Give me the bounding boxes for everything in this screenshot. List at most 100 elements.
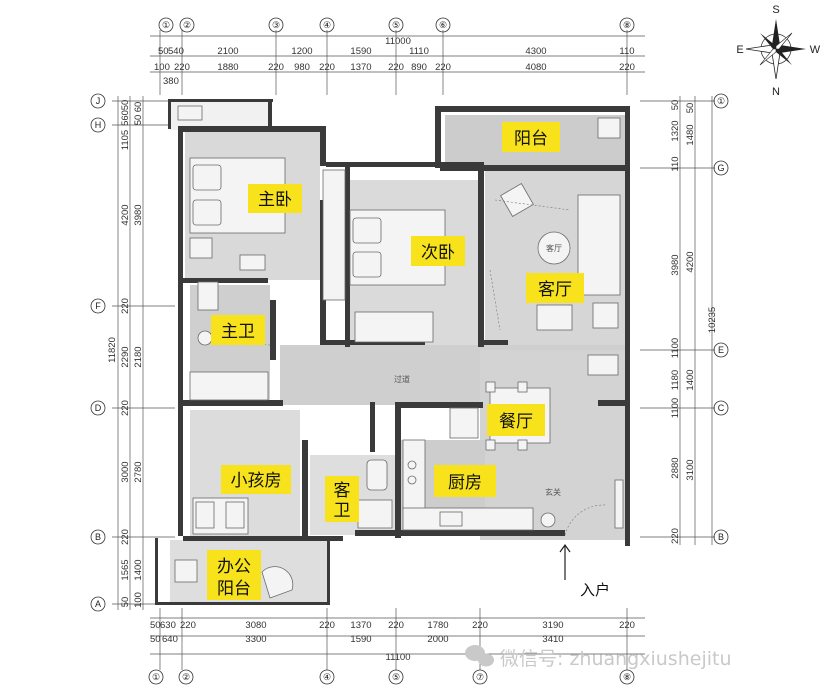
label-rug: 客厅 xyxy=(546,243,562,253)
dim-right-c1-5: 1180 xyxy=(670,370,681,390)
walls xyxy=(155,99,630,605)
dim-right-c2-0: 50 xyxy=(685,103,696,114)
axis-right-1: ① xyxy=(717,96,725,106)
dim-top-r2-6: 1370 xyxy=(350,62,371,73)
axis-bottom-5: ⑤ xyxy=(392,672,400,682)
axis-right-G: G xyxy=(717,163,724,173)
dim-bot-r2-2: 3300 xyxy=(245,634,266,645)
axis-top-5: ⑤ xyxy=(392,20,400,30)
dim-bot-r1-10: 220 xyxy=(619,620,635,631)
dim-bot-r2-0: 50 xyxy=(150,634,161,645)
dim-left-c1-4: 220 xyxy=(120,298,131,314)
label-kitchen: 厨房 xyxy=(448,473,482,493)
axis-left-J: J xyxy=(96,96,101,106)
dim-top-r2-5: 220 xyxy=(319,62,335,73)
dim-right-c1-7: 2880 xyxy=(670,457,681,478)
dim-top-r1-4: 1590 xyxy=(350,46,371,57)
dim-bot-r1-0: 50 xyxy=(150,620,161,631)
dim-left-c1-9: 1565 xyxy=(120,559,131,580)
axis-bottom-4: ④ xyxy=(323,672,331,682)
dim-top-r2-9: 220 xyxy=(435,62,451,73)
dim-bot-r1-2: 220 xyxy=(180,620,196,631)
dim-left-c1-1: 560 xyxy=(120,110,131,126)
dim-bot-r1-3: 3080 xyxy=(245,620,266,631)
compass-s: S xyxy=(772,4,779,16)
axis-top-6: ⑥ xyxy=(439,20,447,30)
dim-left-c1-0: 50 xyxy=(120,100,131,111)
compass-w: W xyxy=(810,44,821,56)
room-labels: 阳台 主卧 次卧 客厅 主卫 餐厅 小孩房 客 卫 厨房 办公 阳台 xyxy=(207,122,584,600)
axis-top-8: ⑧ xyxy=(623,20,631,30)
axis-right-C: C xyxy=(718,403,725,413)
label-master-bedroom: 主卧 xyxy=(258,190,292,210)
entrance-arrow-icon xyxy=(559,543,571,580)
dim-right-c2-3: 1400 xyxy=(685,369,696,390)
dim-left-c1-5: 2290 xyxy=(120,346,131,367)
dim-top-r2-0: 100 xyxy=(154,62,170,73)
top-axis-bubbles xyxy=(158,17,635,33)
dim-left-c2-5: 1400 xyxy=(133,559,144,580)
wechat-watermark: 微信号: zhuangxiushejitu xyxy=(465,645,732,670)
dim-bot-r1-1: 630 xyxy=(160,620,176,631)
dim-bot-r1-9: 3190 xyxy=(542,620,563,631)
dim-left-c2-2: 3980 xyxy=(133,204,144,225)
label-balcony: 阳台 xyxy=(514,129,548,149)
dim-top-r2-2: 1880 xyxy=(217,62,238,73)
right-col1-labels: 50 1320 110 3980 1100 1180 1100 2880 220 xyxy=(670,100,681,544)
dim-left-c2-3: 2180 xyxy=(133,346,144,367)
dim-right-c2-4: 3100 xyxy=(685,459,696,480)
bottom-row1-labels: 50 630 220 3080 220 1370 220 1780 220 31… xyxy=(150,620,635,631)
dim-bot-r2-5: 3410 xyxy=(542,634,563,645)
dim-right-c1-4: 1100 xyxy=(670,338,681,358)
dim-right-c1-6: 1100 xyxy=(670,398,681,418)
axis-left-H: H xyxy=(95,120,102,130)
axis-top-3: ③ xyxy=(272,20,280,30)
left-dimensions xyxy=(112,96,175,610)
label-guest-bath-2: 卫 xyxy=(334,501,351,521)
label-entrance-small: 玄关 xyxy=(545,487,561,497)
dim-bot-r1-7: 1780 xyxy=(427,620,448,631)
label-guest-bath-1: 客 xyxy=(334,481,351,501)
dim-top-r2-8: 890 xyxy=(411,62,427,73)
bottom-row2-labels: 50 640 3300 1590 2000 3410 xyxy=(150,634,564,645)
label-master-bath: 主卫 xyxy=(221,322,255,342)
axis-left-B: B xyxy=(95,532,101,542)
label-office-balcony-1: 办公 xyxy=(217,557,251,577)
axis-bottom-1: ① xyxy=(152,672,160,682)
top-dimensions xyxy=(150,30,645,95)
dim-left-c1-3: 4200 xyxy=(120,204,131,225)
axis-top-4: ④ xyxy=(323,20,331,30)
dim-left-c1-6: 220 xyxy=(120,400,131,416)
label-living-room: 客厅 xyxy=(538,280,572,300)
dim-left-total: 11820 xyxy=(107,337,118,363)
dim-top-r1-1: 540 xyxy=(168,46,184,57)
axis-left-F: F xyxy=(95,301,101,311)
compass-n: N xyxy=(772,86,780,98)
axis-top-2: ② xyxy=(183,20,191,30)
dim-bot-r2-3: 1590 xyxy=(350,634,371,645)
dim-right-c2-1: 1480 xyxy=(685,124,696,145)
dim-right-c1-0: 50 xyxy=(670,100,681,111)
dim-top-r2-11: 220 xyxy=(619,62,635,73)
axis-left-D: D xyxy=(95,403,102,413)
compass-e: E xyxy=(736,44,743,56)
right-col2-labels: 50 1480 4200 1400 3100 xyxy=(685,103,696,481)
label-office-balcony-2: 阳台 xyxy=(217,579,251,599)
dim-top-r1-3: 1200 xyxy=(291,46,312,57)
dim-top-r2-7: 220 xyxy=(388,62,404,73)
dim-right-c1-8: 220 xyxy=(670,528,681,544)
right-axis-bubbles xyxy=(713,93,729,545)
dim-right-c1-1: 1320 xyxy=(670,120,681,141)
dim-bottom-total: 11100 xyxy=(385,652,410,663)
dim-left-c2-6: 100 xyxy=(133,592,144,608)
left-col2-labels: 60 50 3980 2180 2780 1400 100 xyxy=(133,102,144,608)
left-axis-bubbles xyxy=(90,93,106,612)
dim-top-total: 11000 xyxy=(385,36,411,47)
dim-bot-r1-4: 220 xyxy=(319,620,335,631)
axis-right-B: B xyxy=(718,532,724,542)
dim-top-r1-0: 50 xyxy=(158,46,169,57)
dim-bot-r2-4: 2000 xyxy=(427,634,448,645)
dim-bot-r1-5: 1370 xyxy=(350,620,371,631)
compass-icon xyxy=(745,19,806,80)
